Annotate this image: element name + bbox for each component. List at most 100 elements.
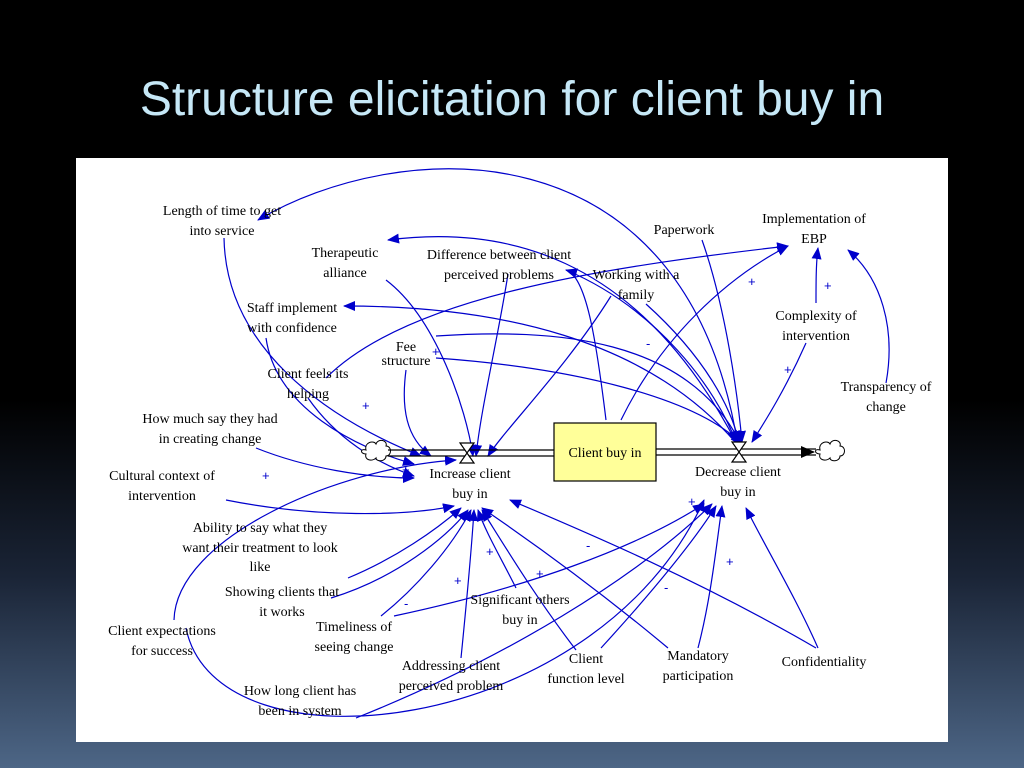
var-therapeutic-alliance-1: Therapeutic xyxy=(312,246,379,261)
polarity-sign: - xyxy=(586,538,590,553)
var-fee-structure-1: Fee xyxy=(396,340,416,355)
var-transparency-2: change xyxy=(866,400,906,415)
var-significant-others-1: Significant others xyxy=(470,593,569,608)
link-addressing-to-increase xyxy=(460,509,479,659)
polarity-sign: + xyxy=(362,398,370,413)
decrease-flow-label-1: Decrease client xyxy=(695,465,781,480)
var-staff-implement-2: with confidence xyxy=(247,321,337,336)
var-implementation-ebp-2: EBP xyxy=(801,232,827,247)
link-client-feels-to-ebp xyxy=(325,242,789,379)
stock-flow-structure xyxy=(361,422,845,482)
link-working-family-to-decrease xyxy=(645,303,742,443)
link-fee-structure-to-decrease xyxy=(435,333,741,443)
var-length-of-time-2: into service xyxy=(190,224,255,239)
client-buy-in-stock xyxy=(553,422,657,482)
link-client-function-to-increase xyxy=(481,509,577,651)
link-polarities: + + - + + + + + + + - + + + - - xyxy=(262,274,832,611)
link-transparency-to-ebp xyxy=(847,249,890,384)
stock-label: Client buy in xyxy=(568,446,641,461)
var-timeliness-2: seeing change xyxy=(315,640,394,655)
var-client-function-2: function level xyxy=(547,672,624,687)
link-working-family-to-increase xyxy=(487,295,612,457)
link-how-long-in-system-to-decrease-2 xyxy=(355,503,713,719)
var-mandatory-2: participation xyxy=(663,669,734,684)
polarity-sign: + xyxy=(784,362,792,377)
var-complexity-2: intervention xyxy=(782,329,850,344)
link-paperwork-to-decrease xyxy=(701,239,746,443)
link-mandatory-to-increase xyxy=(481,507,669,649)
link-client-expectations-to-increase xyxy=(173,455,457,621)
var-length-of-time-1: Length of time to get xyxy=(163,204,281,219)
link-mandatory-to-decrease xyxy=(697,505,726,649)
link-confidentiality-to-increase xyxy=(509,499,817,649)
var-client-feels-helping-2: helping xyxy=(287,387,329,402)
link-how-much-say-to-increase xyxy=(255,447,415,483)
polarity-sign: + xyxy=(432,344,440,359)
increase-flow-label-1: Increase client xyxy=(429,467,510,482)
var-mandatory-1: Mandatory xyxy=(667,649,728,664)
var-showing-clients-1: Showing clients that xyxy=(225,585,339,600)
slide-title: Structure elicitation for client buy in xyxy=(139,73,885,126)
polarity-sign: + xyxy=(688,494,696,509)
var-working-with-family-1: Working with a xyxy=(593,268,681,283)
link-difference-to-increase xyxy=(472,273,509,457)
polarity-sign: - xyxy=(404,596,408,611)
sink-cloud-icon xyxy=(815,439,845,462)
link-confidentiality-to-decrease xyxy=(745,507,819,649)
increase-valve-icon xyxy=(458,442,476,464)
var-cultural-context-1: Cultural context of xyxy=(109,469,215,484)
polarity-sign: + xyxy=(262,468,270,483)
decrease-valve-icon xyxy=(730,441,748,463)
link-therapeutic-alliance-to-increase xyxy=(385,279,477,457)
var-ability-to-say-2: want their treatment to look xyxy=(182,541,338,556)
polarity-sign: + xyxy=(402,462,410,477)
polarity-sign: + xyxy=(824,278,832,293)
var-cultural-context-2: intervention xyxy=(128,489,196,504)
var-addressing-problem-2: perceived problem xyxy=(399,679,504,694)
var-transparency-1: Transparency of xyxy=(841,380,932,395)
link-ability-to-say-to-increase xyxy=(347,507,462,579)
link-staff-implement-to-increase xyxy=(265,337,415,466)
var-client-expectations-1: Client expectations xyxy=(108,624,216,639)
var-significant-others-2: buy in xyxy=(502,613,537,628)
var-addressing-problem-1: Addressing client xyxy=(402,659,500,674)
polarity-sign: - xyxy=(664,580,668,595)
decrease-flow-label-2: buy in xyxy=(720,485,755,500)
link-significant-others-to-increase xyxy=(476,509,517,589)
link-client-feels-to-increase xyxy=(307,397,415,478)
link-client-buy-in-to-difference xyxy=(565,268,607,421)
link-showing-clients-to-increase xyxy=(330,509,469,599)
var-how-much-say-2: in creating change xyxy=(159,432,262,447)
link-client-buy-in-to-ebp xyxy=(620,245,789,421)
causal-loop-diagram: Client buy in Increase client buy in Dec… xyxy=(76,158,948,742)
var-difference-problems-1: Difference between client xyxy=(427,248,571,263)
link-decrease-to-therapeutic-alliance xyxy=(387,233,739,447)
link-timeliness-to-decrease xyxy=(393,503,705,617)
link-client-function-to-decrease xyxy=(600,505,717,649)
increase-flow-label-2: buy in xyxy=(452,487,487,502)
var-difference-problems-2: perceived problems xyxy=(444,268,554,283)
link-timeliness-to-increase xyxy=(380,509,472,617)
var-client-expectations-2: for success xyxy=(131,644,193,659)
polarity-sign: + xyxy=(748,274,756,289)
polarity-sign: + xyxy=(454,573,462,588)
var-showing-clients-2: it works xyxy=(259,605,305,620)
var-fee-structure-2: structure xyxy=(382,354,431,369)
var-how-long-in-system-2: been in system xyxy=(258,704,341,719)
link-complexity-to-decrease xyxy=(751,342,807,443)
source-cloud-icon xyxy=(361,439,391,462)
polarity-sign: + xyxy=(726,554,734,569)
causal-links xyxy=(173,168,890,719)
var-complexity-1: Complexity of xyxy=(775,309,857,324)
var-paperwork: Paperwork xyxy=(654,223,715,238)
var-how-long-in-system-1: How long client has xyxy=(244,684,356,699)
var-ability-to-say-3: like xyxy=(250,560,271,575)
var-confidentiality: Confidentiality xyxy=(782,655,867,670)
link-complexity-to-ebp xyxy=(811,247,822,304)
var-client-feels-helping-1: Client feels its xyxy=(268,367,349,382)
var-how-much-say-1: How much say they had xyxy=(142,412,277,427)
var-staff-implement-1: Staff implement xyxy=(247,301,337,316)
var-timeliness-1: Timeliness of xyxy=(316,620,392,635)
var-ability-to-say-1: Ability to say what they xyxy=(193,521,328,536)
polarity-sign: + xyxy=(486,544,494,559)
